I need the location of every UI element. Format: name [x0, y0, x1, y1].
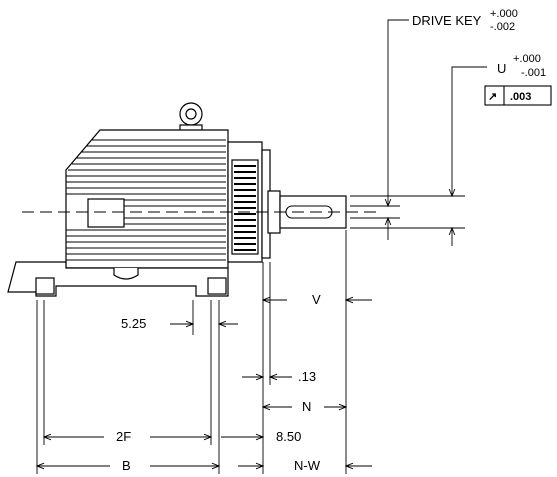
dim-8-50-label: 8.50: [276, 429, 301, 444]
runout-feature-frame: [484, 85, 552, 106]
base-notch: [113, 268, 139, 280]
shaft-keyway: [285, 205, 333, 219]
two-f-label: 2F: [116, 429, 131, 444]
drive-key-tol-plus: +.000: [490, 8, 518, 20]
u-tol-plus: +.000: [513, 53, 541, 65]
motor-base: [7, 261, 229, 297]
terminal-box: [87, 198, 125, 228]
u-tol-minus: -.001: [521, 67, 546, 79]
motor-body: [7, 102, 347, 297]
u-label: U: [497, 61, 506, 76]
dimension-arrows: [37, 19, 487, 466]
frame-ribs: [66, 139, 226, 261]
drive-key-label: DRIVE KEY: [412, 13, 482, 28]
n-label: N: [302, 399, 311, 414]
dim-5-25-label: 5.25: [121, 316, 146, 331]
fan-grill-slots: [234, 165, 256, 251]
left-foot-bolt: [35, 277, 55, 295]
runout-value: .003: [510, 91, 531, 103]
lifting-eye-hole: [185, 108, 197, 120]
v-label: V: [312, 292, 321, 307]
right-foot-bolt: [207, 277, 227, 295]
b-label: B: [122, 458, 131, 473]
runout-icon: ↗: [488, 91, 497, 103]
n-w-label: N-W: [294, 458, 321, 473]
dim-13-label: .13: [298, 369, 316, 384]
drive-key-tol-minus: -.002: [490, 21, 515, 33]
